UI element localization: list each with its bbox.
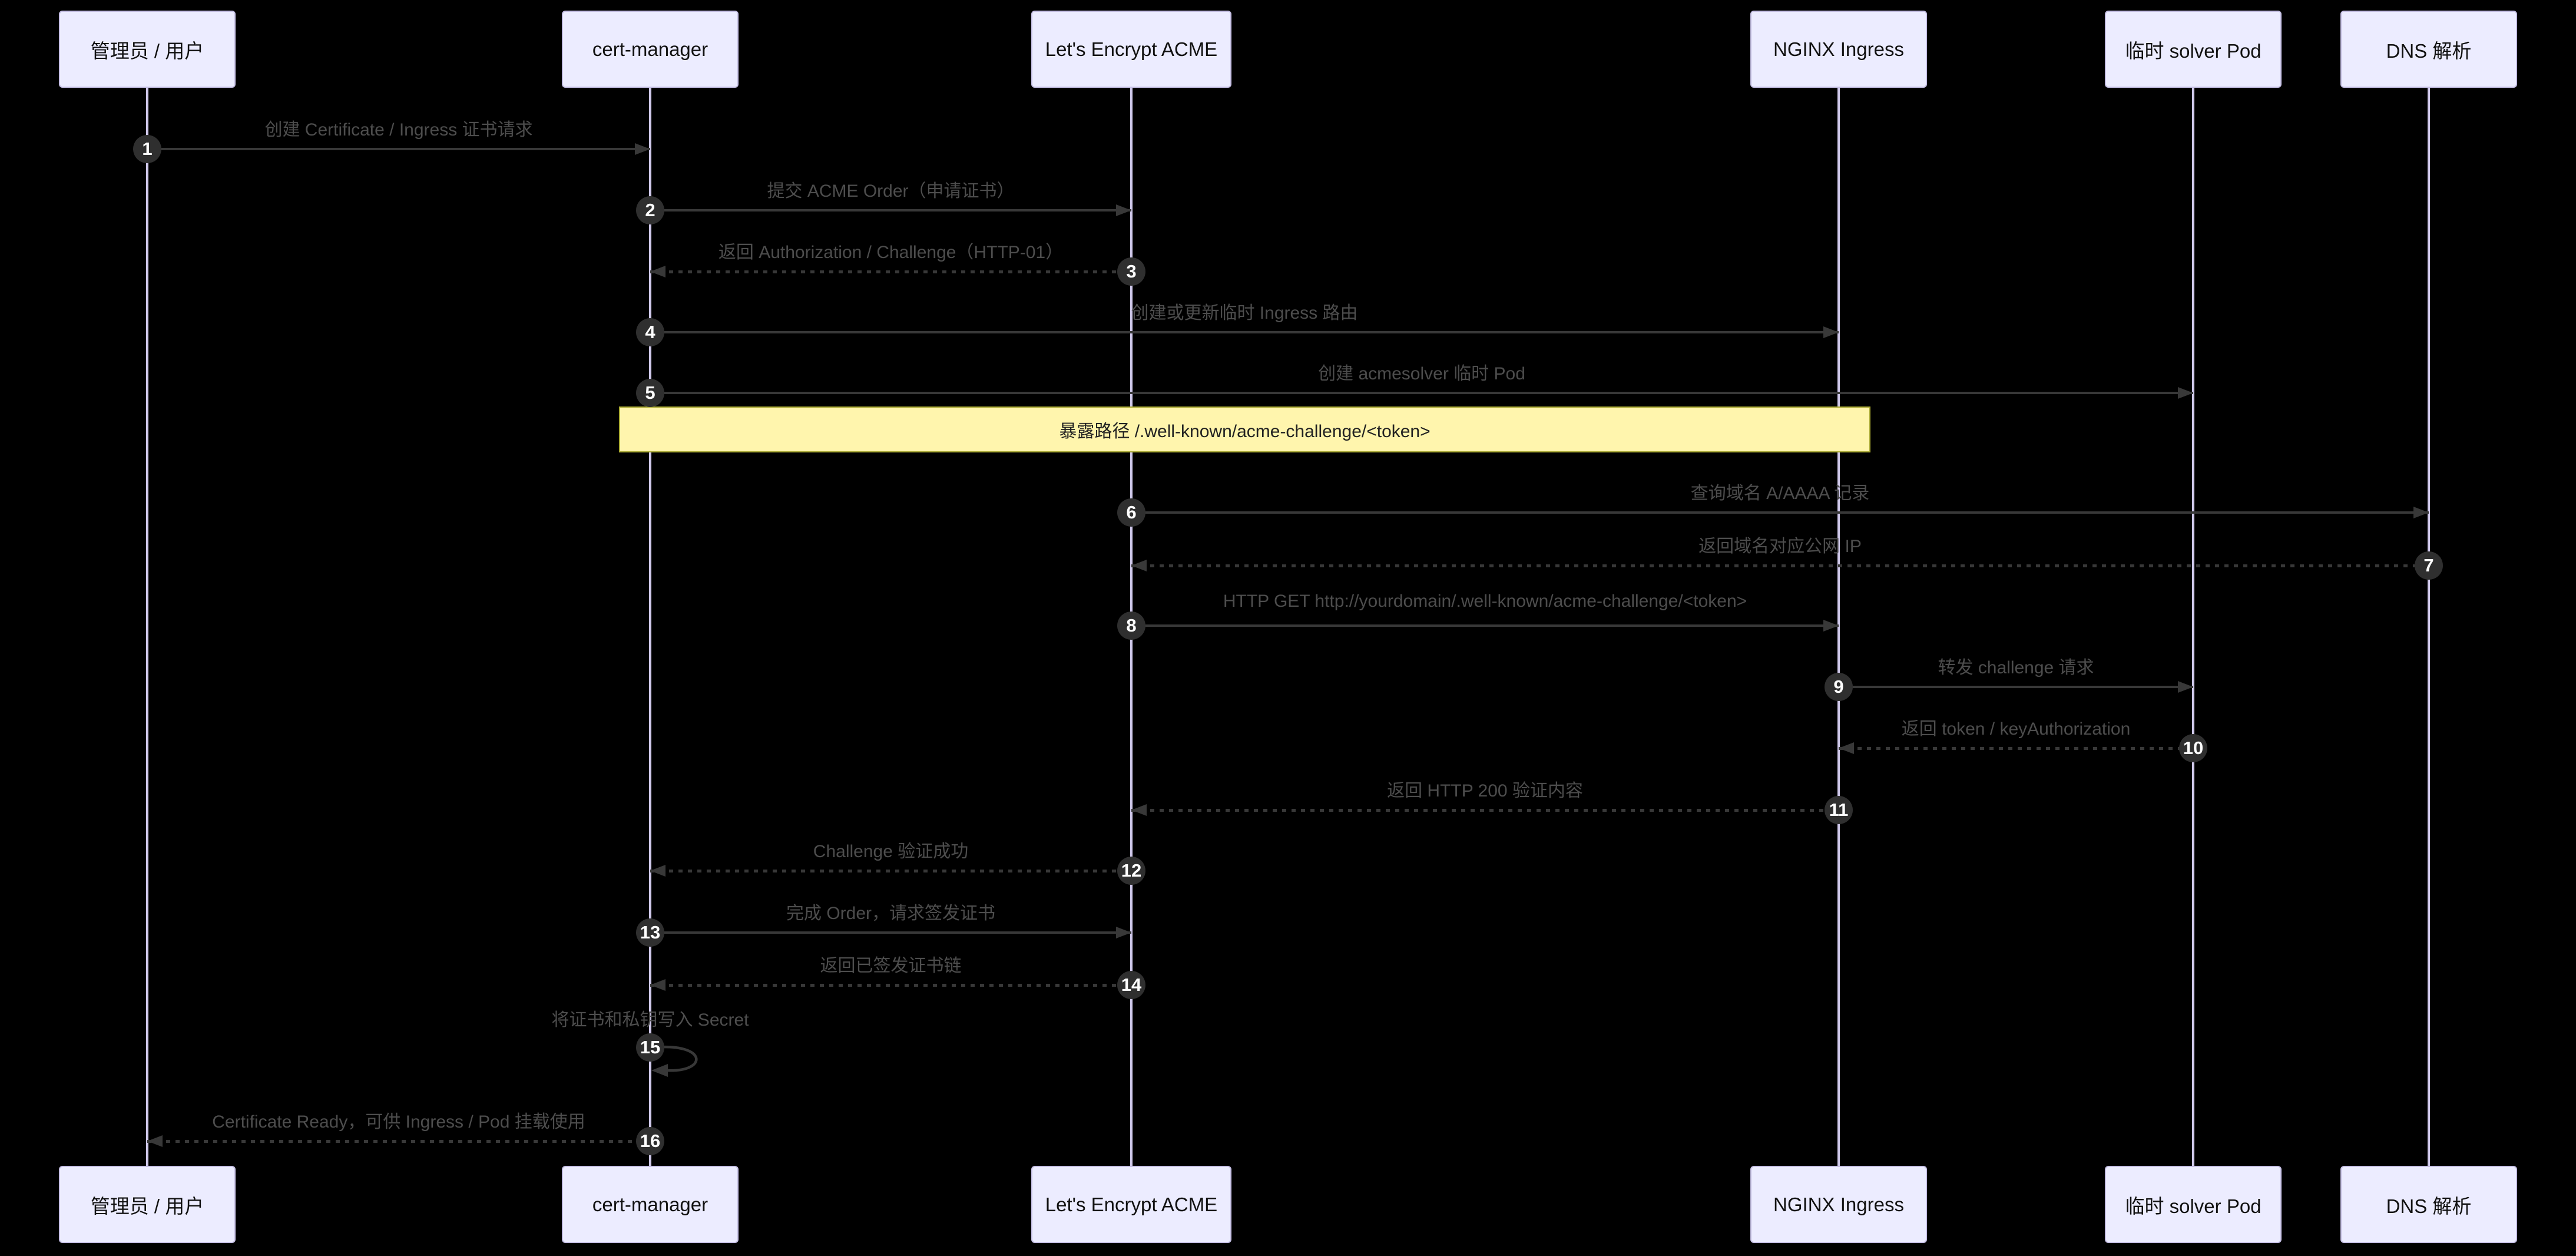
lifeline-admin-user (146, 88, 148, 1166)
participant-top-nginx-ingress: NGINX Ingress (1750, 11, 1927, 88)
message-1-arrowhead (635, 143, 650, 155)
message-9-arrowhead (2178, 681, 2193, 693)
message-5-arrowhead (2178, 387, 2193, 399)
message-7-label: 返回域名对应公网 IP (1698, 537, 1862, 556)
message-7-number: 7 (2415, 551, 2443, 580)
participant-bottom-nginx-ingress: NGINX Ingress (1750, 1166, 1927, 1243)
message-16-number: 16 (636, 1127, 664, 1155)
message-9-label: 转发 challenge 请求 (1938, 658, 2094, 677)
participant-top-cert-manager: cert-manager (562, 11, 739, 88)
message-5-arrow (650, 392, 2193, 394)
message-14-label: 返回已签发证书链 (820, 956, 962, 976)
message-1-label: 创建 Certificate / Ingress 证书请求 (264, 120, 533, 140)
message-4-number: 4 (636, 318, 664, 346)
participant-top-solver-pod: 临时 solver Pod (2105, 11, 2282, 88)
message-6-number: 6 (1117, 498, 1145, 527)
message-3-label: 返回 Authorization / Challenge（HTTP-01） (718, 243, 1064, 262)
message-11-number: 11 (1825, 796, 1853, 824)
message-16-arrowhead (147, 1135, 163, 1147)
message-13-arrow (650, 931, 1131, 934)
message-15-number: 15 (636, 1033, 664, 1062)
participant-bottom-lets-encrypt-acme: Let's Encrypt ACME (1031, 1166, 1231, 1243)
participant-bottom-cert-manager: cert-manager (562, 1166, 739, 1243)
message-14-arrow (650, 984, 1131, 987)
participant-top-admin-user: 管理员 / 用户 (59, 11, 236, 88)
message-4-arrowhead (1823, 326, 1839, 338)
note-box: 暴露路径 /.well-known/acme-challenge/<token> (619, 406, 1870, 452)
message-10-number: 10 (2179, 734, 2207, 762)
lifeline-nginx-ingress (1837, 88, 1840, 1166)
message-2-arrow (650, 209, 1131, 211)
message-11-arrowhead (1131, 804, 1147, 816)
lifeline-solver-pod (2192, 88, 2194, 1166)
participant-bottom-admin-user: 管理员 / 用户 (59, 1166, 236, 1243)
message-13-arrowhead (1116, 927, 1131, 938)
message-7-arrowhead (1131, 560, 1147, 571)
message-2-arrowhead (1116, 204, 1131, 216)
message-5-label: 创建 acmesolver 临时 Pod (1318, 364, 1525, 384)
participant-bottom-dns-resolver: DNS 解析 (2340, 1166, 2517, 1243)
message-15-label: 将证书和私钥写入 Secret (551, 1010, 749, 1030)
message-10-label: 返回 token / keyAuthorization (1901, 719, 2131, 739)
message-3-number: 3 (1117, 257, 1145, 286)
lifeline-dns-resolver (2428, 88, 2430, 1166)
message-8-arrow (1131, 624, 1839, 627)
message-13-number: 13 (636, 918, 664, 947)
lifeline-cert-manager (649, 88, 651, 1166)
message-2-number: 2 (636, 196, 664, 224)
participant-top-lets-encrypt-acme: Let's Encrypt ACME (1031, 11, 1231, 88)
message-14-arrowhead (650, 979, 665, 991)
message-8-number: 8 (1117, 612, 1145, 640)
message-4-label: 创建或更新临时 Ingress 路由 (1131, 303, 1358, 323)
message-12-label: Challenge 验证成功 (813, 842, 969, 861)
message-12-number: 12 (1117, 857, 1145, 885)
message-1-number: 1 (133, 135, 161, 163)
message-3-arrow (650, 270, 1131, 273)
message-16-arrow (147, 1140, 650, 1143)
message-3-arrowhead (650, 266, 665, 277)
message-13-label: 完成 Order，请求签发证书 (786, 904, 996, 923)
message-9-number: 9 (1825, 673, 1853, 701)
message-14-number: 14 (1117, 971, 1145, 999)
message-9-arrow (1839, 686, 2193, 688)
message-2-label: 提交 ACME Order（申请证书） (767, 181, 1015, 201)
message-10-arrow (1839, 747, 2193, 750)
message-15-selfloop-arrow (651, 1045, 698, 1077)
message-7-arrow (1131, 564, 2429, 567)
message-5-number: 5 (636, 379, 664, 407)
message-1-arrow (147, 148, 650, 150)
participant-bottom-solver-pod: 临时 solver Pod (2105, 1166, 2282, 1243)
message-6-label: 查询域名 A/AAAA 记录 (1690, 484, 1870, 503)
message-8-arrowhead (1823, 620, 1839, 632)
message-11-arrow (1131, 809, 1839, 812)
message-10-arrowhead (1839, 742, 1854, 754)
message-6-arrowhead (2413, 507, 2429, 518)
message-12-arrowhead (650, 865, 665, 877)
message-4-arrow (650, 331, 1839, 333)
message-6-arrow (1131, 511, 2429, 514)
participant-top-dns-resolver: DNS 解析 (2340, 11, 2517, 88)
message-12-arrow (650, 870, 1131, 872)
message-16-label: Certificate Ready，可供 Ingress / Pod 挂载使用 (212, 1112, 585, 1132)
message-8-label: HTTP GET http://yourdomain/.well-known/a… (1223, 591, 1747, 611)
message-11-label: 返回 HTTP 200 验证内容 (1387, 781, 1583, 801)
